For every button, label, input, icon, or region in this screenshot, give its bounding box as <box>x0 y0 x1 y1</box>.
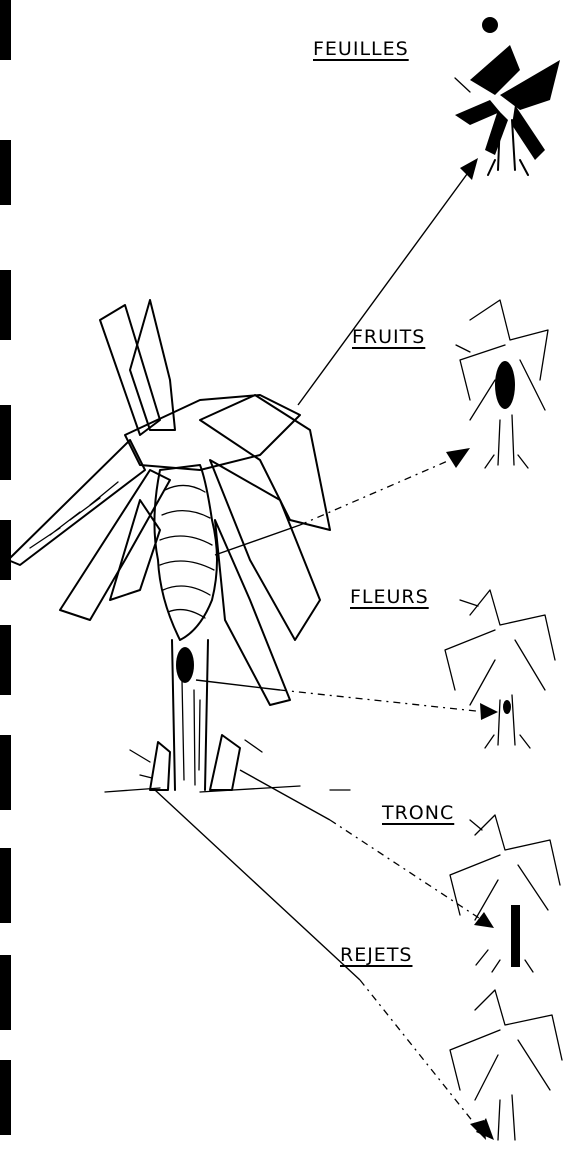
leaf-right-mid <box>210 460 320 640</box>
line-fruits-solid <box>215 525 300 555</box>
sucker-leaves <box>130 740 262 778</box>
callout-lines <box>155 78 498 1140</box>
leaf-left-low <box>8 440 145 565</box>
main-banana-plant <box>8 300 350 792</box>
trunk-mark <box>511 905 520 967</box>
leader-feuilles <box>455 78 470 92</box>
leader-fleurs <box>460 600 478 606</box>
binder-marks <box>0 0 11 1135</box>
mini-plant-fruits <box>460 300 548 468</box>
line-tronc-dash <box>330 820 482 920</box>
flower-bud <box>176 647 194 683</box>
trunk-texture <box>182 680 200 785</box>
leader-rejets <box>476 950 488 965</box>
leaf-left-low-veins <box>30 482 118 548</box>
leader-tronc <box>470 820 482 830</box>
leaf-right-top <box>200 395 330 530</box>
mini-plant-feuilles <box>455 17 560 175</box>
line-fleurs-dash <box>280 690 485 712</box>
line-fleurs-solid <box>196 680 280 690</box>
arrowhead-feuilles <box>460 158 478 180</box>
fruit-mark <box>495 361 515 409</box>
line-feuilles <box>298 170 470 405</box>
label-feuilles: FEUILLES <box>313 38 409 60</box>
flower-mark <box>503 700 511 714</box>
mini-plant-rejets <box>450 990 562 1140</box>
leader-fruits <box>456 345 470 352</box>
sucker-left <box>150 742 170 790</box>
leaf-top <box>130 300 175 430</box>
arrowhead-fruits <box>446 448 470 468</box>
line-tronc-solid <box>240 770 330 820</box>
leaf-left-inner <box>110 500 160 600</box>
label-rejets: REJETS <box>340 944 412 966</box>
arrowhead-fleurs <box>480 703 498 720</box>
fruit-hands <box>160 485 214 618</box>
label-fleurs: FLEURS <box>350 586 429 608</box>
sucker-right <box>210 735 240 790</box>
mini-plant-fleurs <box>445 590 555 748</box>
arrowhead-tronc <box>474 912 494 928</box>
label-fruits: FRUITS <box>352 326 425 348</box>
line-rejets-solid <box>155 790 360 980</box>
label-tronc: TRONC <box>382 802 454 824</box>
line-rejets-dash <box>360 980 478 1128</box>
mini-plant-tronc <box>450 815 560 972</box>
